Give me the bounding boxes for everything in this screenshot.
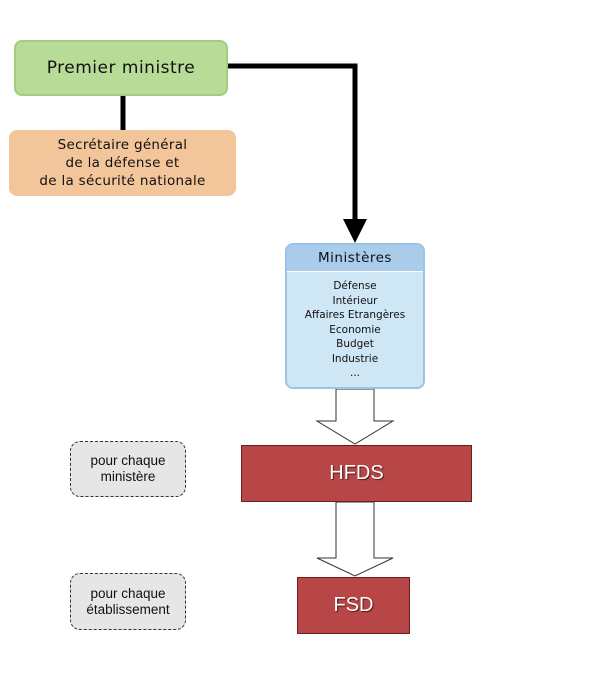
ministere-item: ...	[349, 367, 360, 380]
sg-label-line3: de la sécurité nationale	[39, 173, 206, 189]
sg-label-line1: Secrétaire général	[57, 137, 188, 153]
premier-to-ministeres-line	[228, 63, 358, 222]
fsd-box: FSD	[297, 577, 410, 634]
ministeres-box: Ministères Défense Intérieur Affaires Et…	[285, 243, 425, 389]
ministere-item: Affaires Etrangères	[304, 309, 406, 322]
note-ministere-line1: pour chaque	[90, 453, 166, 468]
note-pour-chaque-etablissement: pour chaque établissement	[70, 573, 186, 630]
fsd-label: FSD	[333, 594, 374, 616]
premier-ministre-box: Premier ministre	[14, 40, 228, 96]
ministere-item: Industrie	[331, 352, 379, 365]
hfds-box: HFDS	[241, 445, 472, 502]
secretaire-general-box: Secrétaire général de la défense et de l…	[9, 130, 236, 196]
ministeres-list: Défense Intérieur Affaires Etrangères Ec…	[287, 271, 423, 387]
sg-label-line2: de la défense et	[65, 155, 180, 171]
ministere-item: Economie	[329, 323, 381, 336]
premier-ministre-label: Premier ministre	[46, 58, 196, 78]
note-ministere-line2: ministère	[100, 469, 156, 484]
note-pour-chaque-ministere: pour chaque ministère	[70, 441, 186, 497]
hfds-to-fsd-arrow	[316, 501, 394, 577]
note-etablissement-line1: pour chaque	[90, 585, 166, 601]
ministere-item: Budget	[336, 338, 374, 351]
ministere-item: Intérieur	[332, 294, 378, 307]
note-etablissement-line2: établissement	[86, 601, 170, 617]
hfds-label: HFDS	[329, 462, 384, 484]
ministeres-to-hfds-arrow	[315, 388, 395, 445]
premier-to-ministeres-arrowhead	[343, 219, 367, 243]
ministeres-title: Ministères	[287, 245, 423, 271]
ministere-item: Défense	[333, 280, 377, 293]
